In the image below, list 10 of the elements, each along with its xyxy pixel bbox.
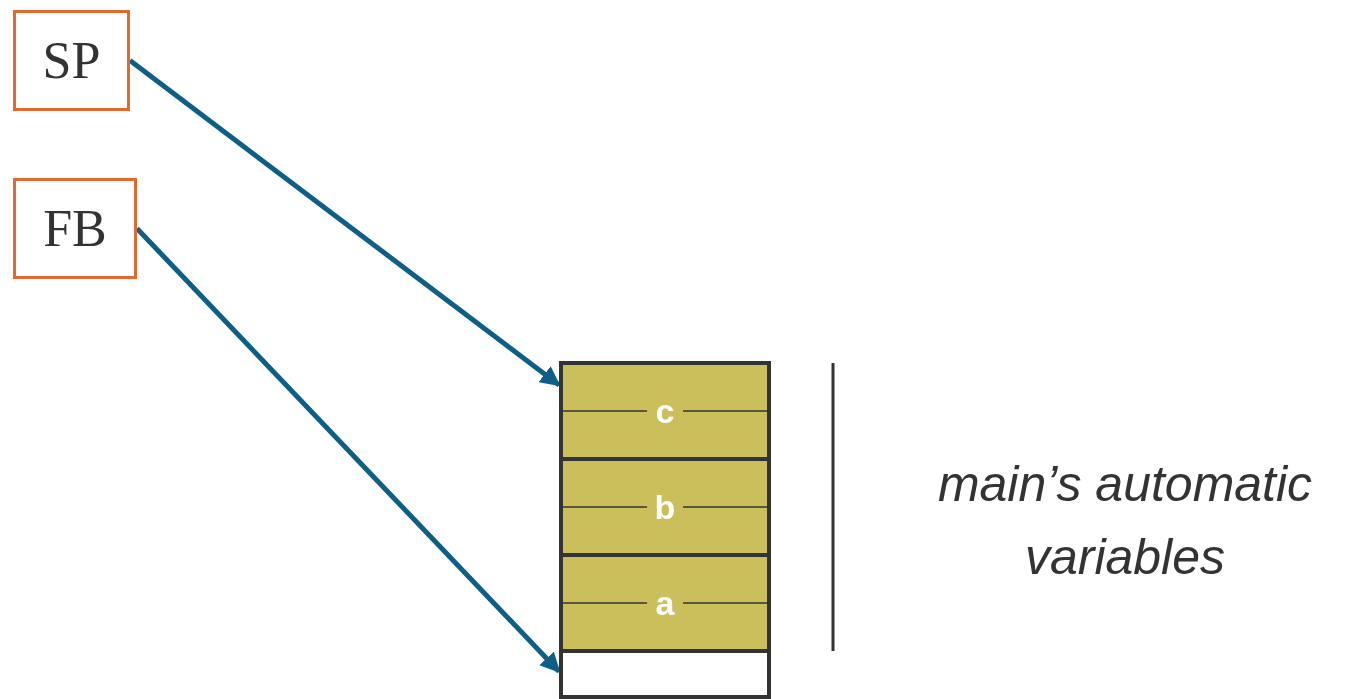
register-name: FB [43, 199, 107, 258]
register-box [13, 178, 137, 279]
arrow [135, 226, 561, 674]
register-name: SP [42, 31, 101, 90]
group-label: main’s automatic variables [936, 455, 1314, 587]
variable-name: c [655, 394, 675, 428]
variable-name: b [654, 490, 676, 524]
register-box [13, 10, 130, 111]
arrow [128, 58, 561, 387]
variable-name: a [655, 586, 675, 620]
